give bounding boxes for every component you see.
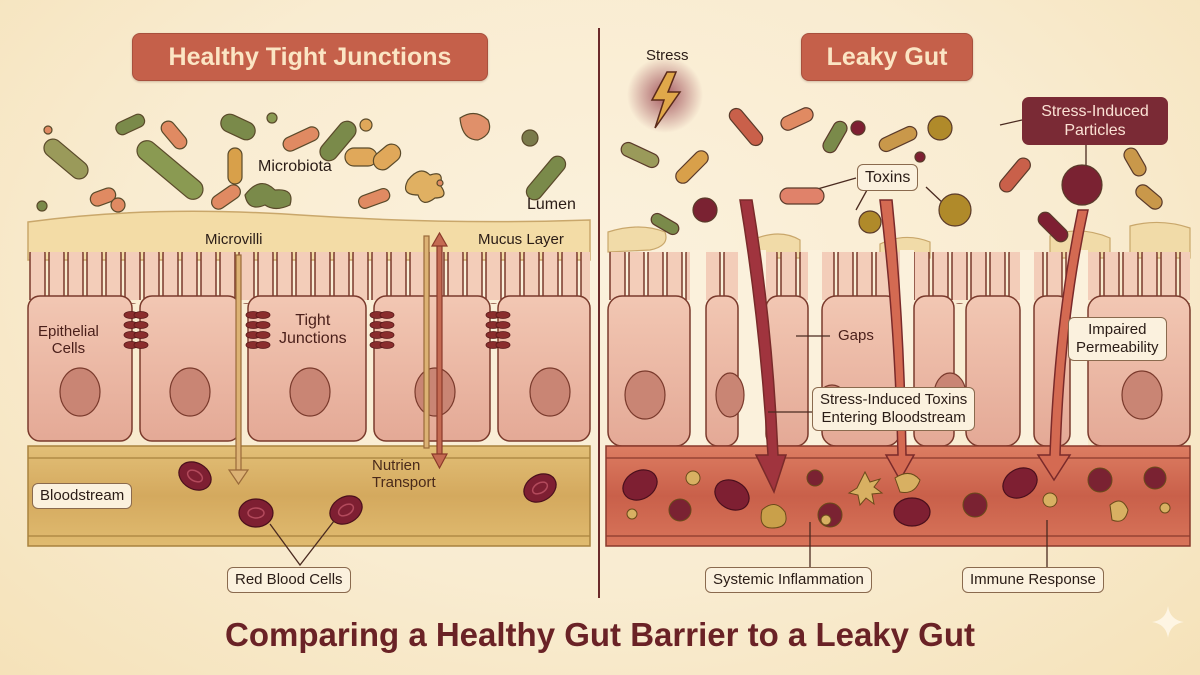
nuclei-left xyxy=(59,367,571,417)
bloodstream-vessel-right xyxy=(605,445,1191,547)
label-toxins: Toxins xyxy=(857,164,919,192)
label-lumen: Lumen xyxy=(527,196,576,213)
label-immune-response: Immune Response xyxy=(962,567,1104,593)
particles-in-blood xyxy=(626,466,1171,529)
page-title: Comparing a Healthy Gut Barrier to a Lea… xyxy=(224,616,975,653)
label-tight-junctions: Tight Junctions xyxy=(279,312,347,348)
label-bloodstream: Bloodstream xyxy=(32,483,133,509)
label-gaps: Gaps xyxy=(838,327,874,344)
label-stress-induced-toxins-entering-bloodstream: Stress-Induced Toxins Entering Bloodstre… xyxy=(812,387,976,431)
label-microbiota: Microbiota xyxy=(258,158,332,175)
callout-lines-right xyxy=(768,119,1087,568)
lightning-bolt-icon xyxy=(650,71,682,129)
red-blood-cells-left xyxy=(178,461,557,528)
label-stress-induced-particles: Stress-Induced Particles xyxy=(1022,97,1168,146)
label-systemic-inflammation: Systemic Inflammation xyxy=(705,567,872,593)
microbiota-right xyxy=(620,107,1163,243)
red-blood-cells-right xyxy=(622,467,1038,527)
label-impaired-permeability: Impaired Permeability xyxy=(1068,317,1167,361)
label-nutrient-transport: Nutrien Transport xyxy=(372,457,436,492)
header-leaky-gut: Leaky Gut xyxy=(801,33,973,81)
nutrient-arrow-down xyxy=(227,254,250,486)
nutrient-arrow-up-down xyxy=(423,231,449,470)
label-mucus-layer: Mucus Layer xyxy=(478,231,564,248)
label-microvilli: Microvilli xyxy=(205,231,263,248)
label-epithelial-cells: Epithelial Cells xyxy=(38,323,99,358)
mucus-layer xyxy=(27,210,591,261)
toxin-arrows xyxy=(739,199,1089,495)
label-stress: Stress xyxy=(646,47,689,64)
label-red-blood-cells: Red Blood Cells xyxy=(227,567,351,593)
sparkle-icon xyxy=(1152,606,1184,638)
tight-junction-icons xyxy=(123,311,511,349)
header-healthy-tight-junctions: Healthy Tight Junctions xyxy=(132,33,488,81)
microbiota-left xyxy=(36,112,567,213)
